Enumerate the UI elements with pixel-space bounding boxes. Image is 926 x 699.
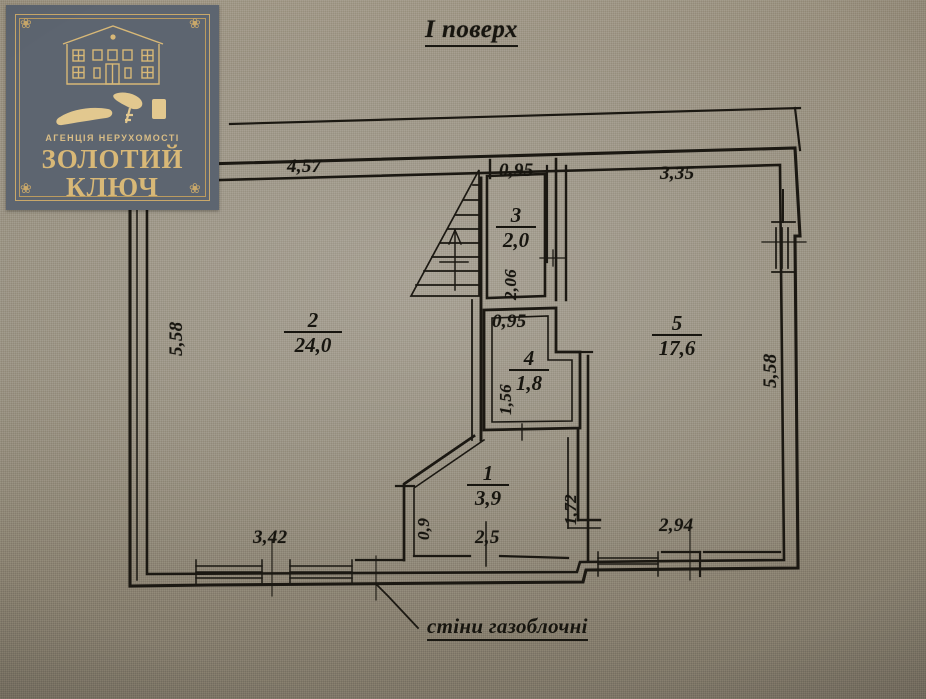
dimension-top-left: 4,57: [287, 156, 322, 177]
logo-border-inner: [19, 18, 206, 197]
room-divider-rule: [652, 334, 702, 336]
dimension-room4-top: 0,95: [492, 311, 527, 332]
logo-name-line2: КЛЮЧ: [66, 172, 159, 202]
caption-leader-line: [374, 582, 420, 630]
logo-border-outer: [15, 14, 210, 201]
logo-corner-flourish-br: ❀: [189, 182, 201, 197]
room3-walls: [485, 172, 547, 300]
room-number: 2: [307, 308, 319, 332]
room-number: 4: [523, 346, 535, 370]
room-area: 2,0: [502, 228, 530, 252]
bottom-window-right: [597, 551, 659, 577]
room-label-4: 4 1,8: [508, 348, 550, 395]
bottom-window-left: [195, 559, 263, 585]
stair-up-arrow-icon: [439, 229, 469, 291]
agency-logo[interactable]: ❀ ❀ ❀ ❀: [6, 5, 219, 210]
room-divider-rule: [284, 331, 342, 333]
room-label-2: 2 24,0: [283, 310, 343, 357]
outer-wall-outline: [128, 146, 802, 588]
room-number: 1: [482, 461, 494, 485]
logo-corner-flourish-tl: ❀: [20, 17, 32, 32]
room1-diagonal-wall: [402, 434, 476, 562]
room-divider-rule: [496, 226, 536, 228]
logo-corner-flourish-bl: ❀: [20, 182, 32, 197]
room-divider-rule: [509, 369, 549, 371]
dimension-bottom-right: 2,94: [659, 515, 694, 536]
dimension-room1-diagonal: 0,9: [414, 517, 433, 540]
upper-projection-line: [228, 106, 802, 126]
right-wall-window: [771, 221, 796, 273]
room-area: 17,6: [658, 336, 696, 360]
page-title: I поверх: [425, 16, 518, 47]
house-icon: [62, 25, 163, 85]
bottom-window-left2: [289, 559, 353, 585]
room-label-1: 1 3,9: [466, 463, 510, 510]
dimension-bottom-left: 3,42: [253, 527, 288, 548]
logo-agency-line: АГЕНЦІЯ НЕРУХОМОСТІ: [45, 133, 180, 143]
logo-corner-flourish-tr: ❀: [189, 17, 201, 32]
wall-material-caption: стіни газоблочні: [427, 614, 588, 641]
room-label-5: 5 17,6: [651, 313, 703, 360]
dimension-room1-right-vertical: 1,72: [561, 494, 580, 525]
dimension-room3-vertical: 2,06: [501, 269, 520, 300]
hand-with-key-icon: [55, 92, 166, 126]
room-label-3: 3 2,0: [495, 205, 537, 252]
dimension-top-mid: 0,95: [499, 160, 534, 181]
room-number: 5: [671, 311, 683, 335]
room-divider-rule: [467, 484, 509, 486]
dimension-right-vertical: 5,58: [760, 353, 781, 388]
room-area: 24,0: [294, 333, 332, 357]
staircase: [409, 169, 480, 297]
room-area: 1,8: [515, 371, 543, 395]
room-area: 3,9: [474, 486, 502, 510]
logo-name-line1: ЗОЛОТИЙ: [41, 144, 184, 174]
dimension-left-vertical: 5,58: [166, 321, 187, 356]
dimension-top-right: 3,35: [660, 163, 695, 184]
dimension-room1-bottom: 2,5: [475, 527, 500, 548]
room-number: 3: [510, 203, 522, 227]
inner-wall-outline: [145, 163, 786, 576]
